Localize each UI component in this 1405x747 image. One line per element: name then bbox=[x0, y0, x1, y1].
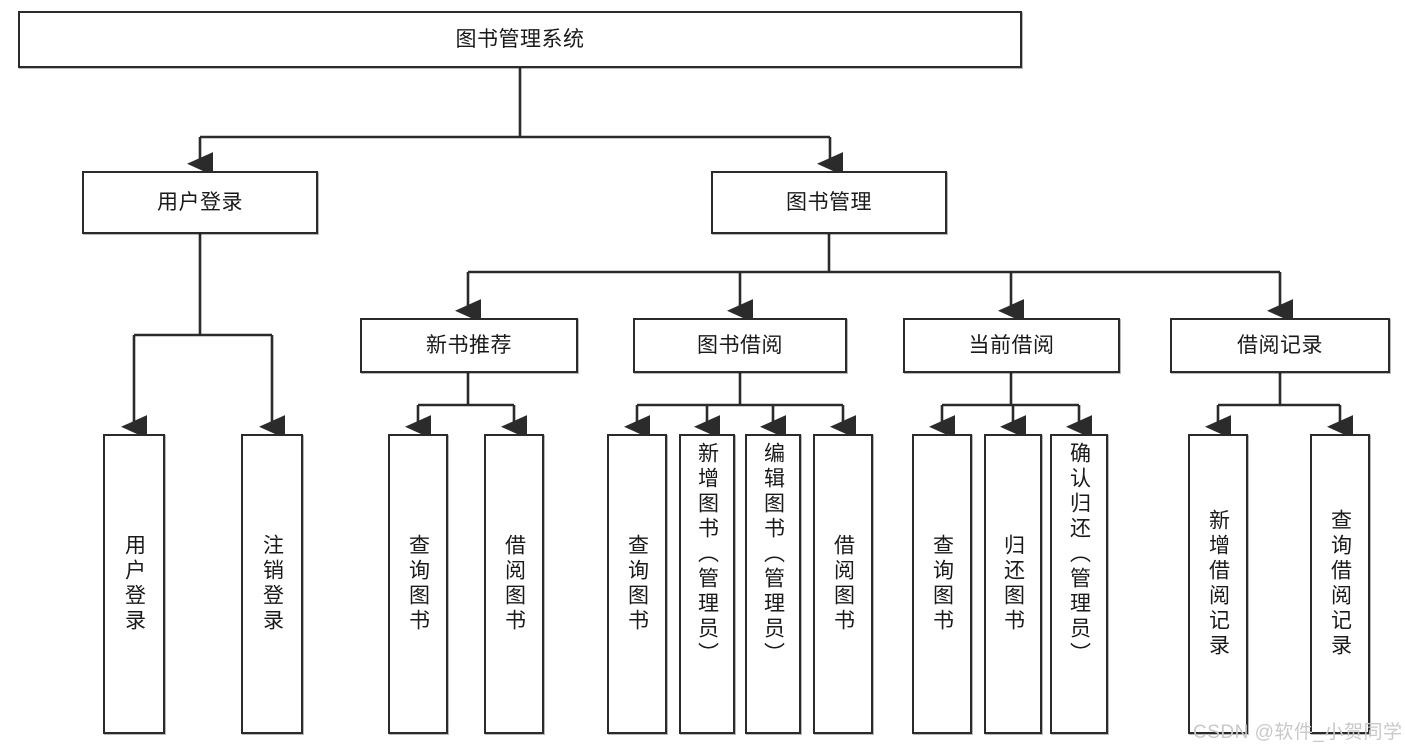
node-book-borrow[interactable]: 图书借阅 bbox=[633, 318, 847, 373]
node-current-borrow[interactable]: 当前借阅 bbox=[903, 318, 1120, 373]
node-leaf-confirm-return[interactable]: 确认归还（管理员） bbox=[1050, 434, 1108, 734]
node-leaf-query-book-1[interactable]: 查询图书 bbox=[388, 434, 448, 734]
node-leaf-user-login-label: 用户登录 bbox=[122, 534, 146, 634]
node-user-login-label: 用户登录 bbox=[157, 190, 243, 214]
node-leaf-query-record[interactable]: 查询借阅记录 bbox=[1310, 434, 1370, 734]
node-leaf-borrow-book-2[interactable]: 借阅图书 bbox=[813, 434, 873, 734]
node-book-manage[interactable]: 图书管理 bbox=[711, 171, 947, 234]
watermark-text: CSDN @软件_小贺同学 bbox=[1193, 722, 1403, 743]
node-new-book-rec[interactable]: 新书推荐 bbox=[360, 318, 578, 373]
node-leaf-query-book-1-label: 查询图书 bbox=[406, 534, 430, 634]
node-leaf-edit-book-label: 编辑图书（管理员） bbox=[761, 442, 785, 667]
node-leaf-user-logout[interactable]: 注销登录 bbox=[241, 434, 303, 734]
node-root-label: 图书管理系统 bbox=[455, 27, 585, 51]
node-leaf-borrow-book-1-label: 借阅图书 bbox=[502, 534, 526, 634]
node-user-login[interactable]: 用户登录 bbox=[82, 171, 318, 234]
node-leaf-add-book[interactable]: 新增图书（管理员） bbox=[679, 434, 735, 734]
node-current-borrow-label: 当前借阅 bbox=[968, 333, 1055, 357]
node-leaf-borrow-book-1[interactable]: 借阅图书 bbox=[484, 434, 544, 734]
node-new-book-rec-label: 新书推荐 bbox=[426, 333, 512, 357]
node-leaf-query-book-3[interactable]: 查询图书 bbox=[912, 434, 972, 734]
node-leaf-return-book[interactable]: 归还图书 bbox=[984, 434, 1042, 734]
node-leaf-confirm-return-label: 确认归还（管理员） bbox=[1067, 442, 1091, 667]
node-leaf-add-record[interactable]: 新增借阅记录 bbox=[1188, 434, 1248, 734]
node-leaf-query-book-3-label: 查询图书 bbox=[930, 534, 954, 634]
node-leaf-borrow-book-2-label: 借阅图书 bbox=[831, 534, 855, 634]
node-book-manage-label: 图书管理 bbox=[786, 190, 872, 214]
node-leaf-query-book-2-label: 查询图书 bbox=[625, 534, 649, 634]
node-leaf-add-book-label: 新增图书（管理员） bbox=[695, 442, 719, 667]
node-leaf-user-logout-label: 注销登录 bbox=[260, 534, 284, 634]
node-leaf-edit-book[interactable]: 编辑图书（管理员） bbox=[745, 434, 801, 734]
node-leaf-user-login[interactable]: 用户登录 bbox=[103, 434, 165, 734]
node-borrow-record-label: 借阅记录 bbox=[1237, 333, 1323, 357]
node-leaf-add-record-label: 新增借阅记录 bbox=[1206, 509, 1230, 659]
node-borrow-record[interactable]: 借阅记录 bbox=[1170, 318, 1390, 373]
node-book-borrow-label: 图书借阅 bbox=[697, 333, 783, 357]
node-leaf-query-book-2[interactable]: 查询图书 bbox=[607, 434, 667, 734]
node-root[interactable]: 图书管理系统 bbox=[18, 11, 1022, 68]
node-leaf-query-record-label: 查询借阅记录 bbox=[1328, 509, 1352, 659]
node-leaf-return-book-label: 归还图书 bbox=[1001, 534, 1025, 634]
